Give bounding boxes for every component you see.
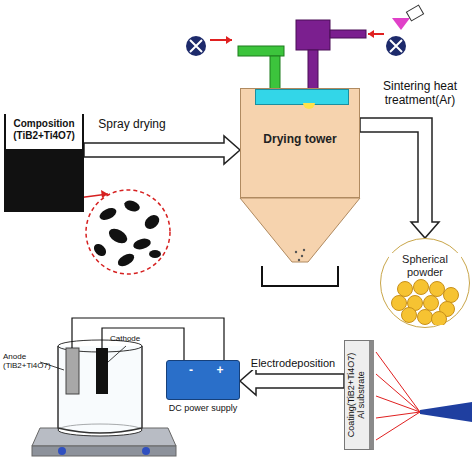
- node-text: DC power supply: [166, 403, 240, 413]
- terminal-sign: -: [186, 364, 196, 378]
- fan: [386, 36, 406, 56]
- spray-gun: [420, 402, 472, 422]
- node-text: Composition (TiB2+Ti4O7): [9, 118, 79, 141]
- part-label: Cathode: [110, 334, 154, 343]
- spray-lines: [376, 352, 420, 440]
- rotated-text: Coating(TiB2+Ti4O7)Al substrate: [346, 340, 372, 450]
- collector: [262, 266, 338, 286]
- mixing-beaker: Composition (TiB2+Ti4O7): [4, 114, 84, 212]
- anode: [66, 348, 79, 394]
- powder-circle: Spherical powder: [380, 238, 470, 328]
- powder-balls: [381, 275, 469, 325]
- wire: [72, 318, 224, 360]
- wire: [102, 328, 184, 360]
- nozzle: [303, 103, 315, 109]
- coated-substrate: Coating(TiB2+Ti4O7)Al substrate: [344, 340, 374, 450]
- fan: [186, 36, 206, 56]
- hollow-arrow: [360, 118, 439, 238]
- tower-basin: [255, 89, 349, 105]
- terminal-sign: +: [214, 364, 226, 378]
- hollow-arrow: [84, 136, 240, 164]
- feed-funnel: [392, 18, 410, 30]
- leader-line: [108, 346, 126, 362]
- arrow-label: Sintering heat treatment(Ar): [366, 80, 474, 108]
- particles: [92, 199, 162, 269]
- tower-cone: [240, 198, 360, 262]
- particle-closeup: [86, 190, 170, 274]
- dc-power-supply: DC power supply: [166, 360, 240, 416]
- arrow-label: Spray drying: [96, 118, 167, 132]
- hollow-arrow: [240, 367, 344, 395]
- pipe: [238, 46, 284, 56]
- cathode: [96, 348, 108, 394]
- part-label: Anode (TiB2+Ti4O7): [3, 352, 57, 370]
- node-text: Coating(TiB2+Ti4O7): [346, 340, 356, 450]
- atomizer: [296, 20, 330, 50]
- node-text: Al substrate: [356, 340, 366, 450]
- beaker: [58, 346, 142, 433]
- node-text: Drying tower: [241, 133, 359, 147]
- drying-tower: Drying tower: [240, 88, 360, 198]
- arrow-label: Electrodeposition: [249, 357, 337, 370]
- node-text: Spherical powder: [389, 253, 461, 278]
- power-box: [166, 360, 240, 400]
